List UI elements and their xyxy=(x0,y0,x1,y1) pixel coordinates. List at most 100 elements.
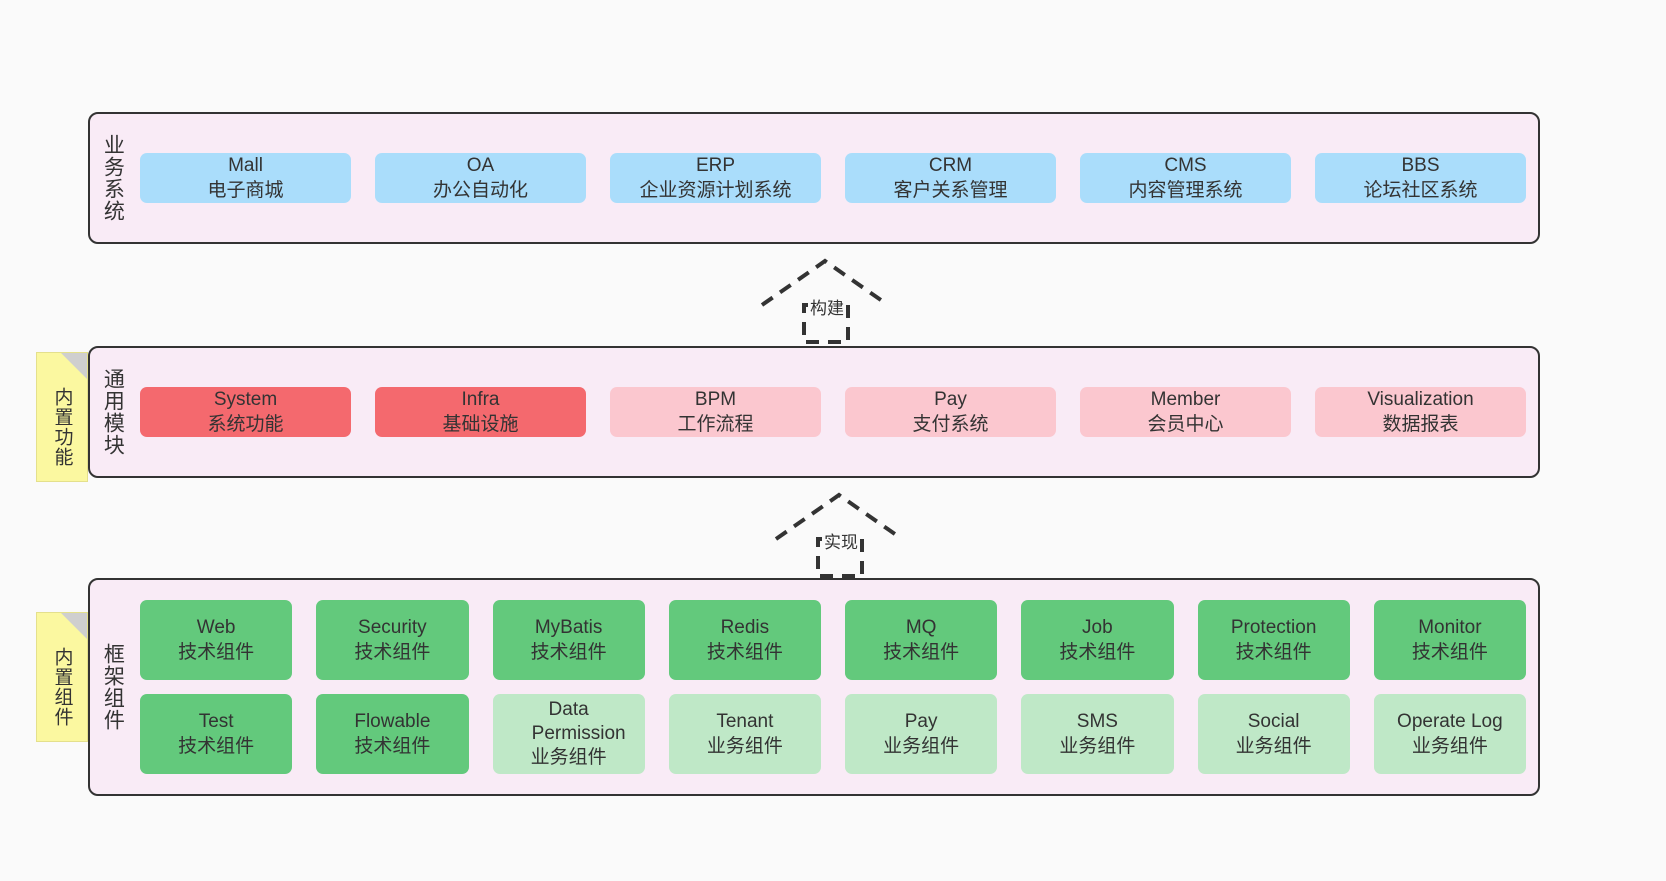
card-pay-component-name: Pay xyxy=(904,710,938,732)
card-test-name: Test xyxy=(198,710,234,732)
card-security-sub: 技术组件 xyxy=(354,642,431,663)
card-mq[interactable]: MQ 技术组件 xyxy=(845,600,998,680)
card-bpm[interactable]: BPM 工作流程 xyxy=(610,386,821,438)
connector-implement-label: 实现 xyxy=(822,528,860,553)
layer-business-system-title: 业务系统 xyxy=(101,134,125,222)
card-redis-name: Redis xyxy=(720,616,770,638)
card-mybatis[interactable]: MyBatis 技术组件 xyxy=(492,600,645,680)
card-redis[interactable]: Redis 技术组件 xyxy=(668,600,821,680)
card-cms[interactable]: CMS 内容管理系统 xyxy=(1080,152,1291,204)
card-pay-module[interactable]: Pay 支付系统 xyxy=(845,386,1056,438)
card-flowable[interactable]: Flowable 技术组件 xyxy=(316,694,469,774)
card-erp-sub: 企业资源计划系统 xyxy=(639,180,792,201)
note-builtin-function: 内置功能 xyxy=(36,352,88,482)
card-system[interactable]: System 系统功能 xyxy=(140,386,351,438)
card-mybatis-sub: 技术组件 xyxy=(530,642,607,663)
layer-framework-component: 框架组件 Web 技术组件 Security 技术组件 MyBatis 技术组件… xyxy=(88,578,1540,796)
card-crm[interactable]: CRM 客户关系管理 xyxy=(845,152,1056,204)
card-sms-sub: 业务组件 xyxy=(1059,736,1136,757)
card-infra[interactable]: Infra 基础设施 xyxy=(375,386,586,438)
card-job-sub: 技术组件 xyxy=(1059,642,1136,663)
card-member[interactable]: Member 会员中心 xyxy=(1080,386,1291,438)
card-social-sub: 业务组件 xyxy=(1235,736,1312,757)
card-oa[interactable]: OA 办公自动化 xyxy=(375,152,586,204)
card-monitor[interactable]: Monitor 技术组件 xyxy=(1373,600,1526,680)
layer-business-system-body: Mall 电子商城 OA 办公自动化 ERP 企业资源计划系统 CRM 客户关系… xyxy=(134,114,1538,242)
card-bbs[interactable]: BBS 论坛社区系统 xyxy=(1315,152,1526,204)
card-pay-component[interactable]: Pay 业务组件 xyxy=(845,694,998,774)
card-test-sub: 技术组件 xyxy=(178,736,255,757)
card-visualization-sub: 数据报表 xyxy=(1382,414,1459,435)
card-social-name: Social xyxy=(1247,710,1300,732)
card-infra-sub: 基础设施 xyxy=(442,414,519,435)
card-protection-name: Protection xyxy=(1230,616,1317,638)
card-bpm-sub: 工作流程 xyxy=(677,414,754,435)
card-oa-sub: 办公自动化 xyxy=(432,180,528,201)
layer-framework-component-title: 框架组件 xyxy=(101,643,125,731)
card-web[interactable]: Web 技术组件 xyxy=(140,600,293,680)
card-cms-sub: 内容管理系统 xyxy=(1128,180,1243,201)
card-sms[interactable]: SMS 业务组件 xyxy=(1021,694,1174,774)
card-social[interactable]: Social 业务组件 xyxy=(1197,694,1350,774)
card-bbs-sub: 论坛社区系统 xyxy=(1363,180,1478,201)
card-member-sub: 会员中心 xyxy=(1147,414,1224,435)
card-pay-module-name: Pay xyxy=(934,388,967,410)
note-builtin-component: 内置组件 xyxy=(36,612,88,742)
layer-common-module: 通用模块 System 系统功能 Infra 基础设施 BPM 工作流程 Pay xyxy=(88,346,1540,478)
card-security-name: Security xyxy=(358,616,427,638)
card-erp[interactable]: ERP 企业资源计划系统 xyxy=(610,152,821,204)
card-monitor-sub: 技术组件 xyxy=(1411,642,1488,663)
card-protection-sub: 技术组件 xyxy=(1235,642,1312,663)
card-mall[interactable]: Mall 电子商城 xyxy=(140,152,351,204)
card-data-permission-name: Data Permission xyxy=(531,699,626,745)
layer-common-module-body: System 系统功能 Infra 基础设施 BPM 工作流程 Pay 支付系统… xyxy=(134,348,1538,476)
card-job[interactable]: Job 技术组件 xyxy=(1021,600,1174,680)
card-mall-name: Mall xyxy=(228,154,263,176)
card-operate-log-sub: 业务组件 xyxy=(1411,736,1488,757)
layer-common-module-title: 通用模块 xyxy=(101,368,125,456)
connector-build-label: 构建 xyxy=(808,294,846,319)
card-mybatis-name: MyBatis xyxy=(534,616,603,638)
card-system-sub: 系统功能 xyxy=(207,414,284,435)
card-oa-name: OA xyxy=(466,154,495,176)
card-security[interactable]: Security 技术组件 xyxy=(316,600,469,680)
card-tenant[interactable]: Tenant 业务组件 xyxy=(668,694,821,774)
card-system-name: System xyxy=(213,388,278,410)
card-mall-sub: 电子商城 xyxy=(207,180,284,201)
card-row: Test 技术组件 Flowable 技术组件 Data Permission … xyxy=(140,694,1526,774)
card-row: Web 技术组件 Security 技术组件 MyBatis 技术组件 Redi… xyxy=(140,600,1526,680)
card-operate-log-name: Operate Log xyxy=(1397,710,1503,732)
card-erp-name: ERP xyxy=(695,154,736,176)
card-cms-name: CMS xyxy=(1164,154,1207,176)
card-protection[interactable]: Protection 技术组件 xyxy=(1197,600,1350,680)
card-bpm-name: BPM xyxy=(694,388,737,410)
layer-business-system: 业务系统 Mall 电子商城 OA 办公自动化 ERP 企业资源计划系统 CRM xyxy=(88,112,1540,244)
card-infra-name: Infra xyxy=(461,388,500,410)
card-mq-name: MQ xyxy=(905,616,937,638)
card-data-permission-sub: 业务组件 xyxy=(530,746,607,768)
card-visualization-name: Visualization xyxy=(1367,388,1474,410)
connector-build: 构建 xyxy=(760,258,910,344)
card-member-name: Member xyxy=(1150,388,1221,410)
note-builtin-component-label: 内置组件 xyxy=(51,647,73,727)
card-redis-sub: 技术组件 xyxy=(706,642,783,663)
card-sms-name: SMS xyxy=(1076,710,1118,732)
card-flowable-sub: 技术组件 xyxy=(354,736,431,757)
card-operate-log[interactable]: Operate Log 业务组件 xyxy=(1373,694,1526,774)
card-web-sub: 技术组件 xyxy=(178,642,255,663)
card-mq-sub: 技术组件 xyxy=(883,642,960,663)
card-crm-name: CRM xyxy=(928,154,973,176)
layer-framework-component-body: Web 技术组件 Security 技术组件 MyBatis 技术组件 Redi… xyxy=(134,580,1538,794)
card-visualization[interactable]: Visualization 数据报表 xyxy=(1315,386,1526,438)
card-crm-sub: 客户关系管理 xyxy=(893,180,1008,201)
connector-implement: 实现 xyxy=(774,492,924,578)
card-monitor-name: Monitor xyxy=(1418,616,1482,638)
card-tenant-name: Tenant xyxy=(716,710,774,732)
note-builtin-function-label: 内置功能 xyxy=(51,387,73,467)
card-data-permission[interactable]: Data Permission 业务组件 xyxy=(492,694,645,774)
card-row: Mall 电子商城 OA 办公自动化 ERP 企业资源计划系统 CRM 客户关系… xyxy=(140,152,1526,204)
card-test[interactable]: Test 技术组件 xyxy=(140,694,293,774)
card-row: System 系统功能 Infra 基础设施 BPM 工作流程 Pay 支付系统… xyxy=(140,386,1526,438)
card-tenant-sub: 业务组件 xyxy=(706,736,783,757)
card-pay-module-sub: 支付系统 xyxy=(912,414,989,435)
